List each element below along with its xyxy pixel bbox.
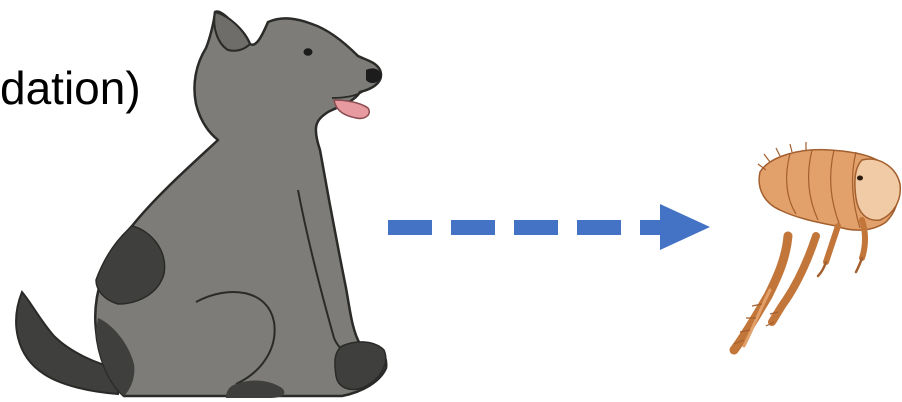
arrow-dash xyxy=(451,220,495,235)
dog-front-paw xyxy=(335,342,386,390)
flea-eye xyxy=(857,176,863,181)
arrow-dash xyxy=(640,220,662,235)
dog-tongue xyxy=(334,100,369,118)
dog-illustration xyxy=(16,11,386,398)
dog-eye xyxy=(304,48,313,56)
flea-hind-leg xyxy=(734,236,788,350)
arrow-dash xyxy=(388,220,432,235)
dog-body xyxy=(95,11,386,396)
arrow-dash xyxy=(514,220,558,235)
dashed-arrow xyxy=(388,204,710,250)
flea-illustration xyxy=(734,142,900,350)
arrow-dash xyxy=(577,220,621,235)
arrow-head xyxy=(660,204,710,250)
